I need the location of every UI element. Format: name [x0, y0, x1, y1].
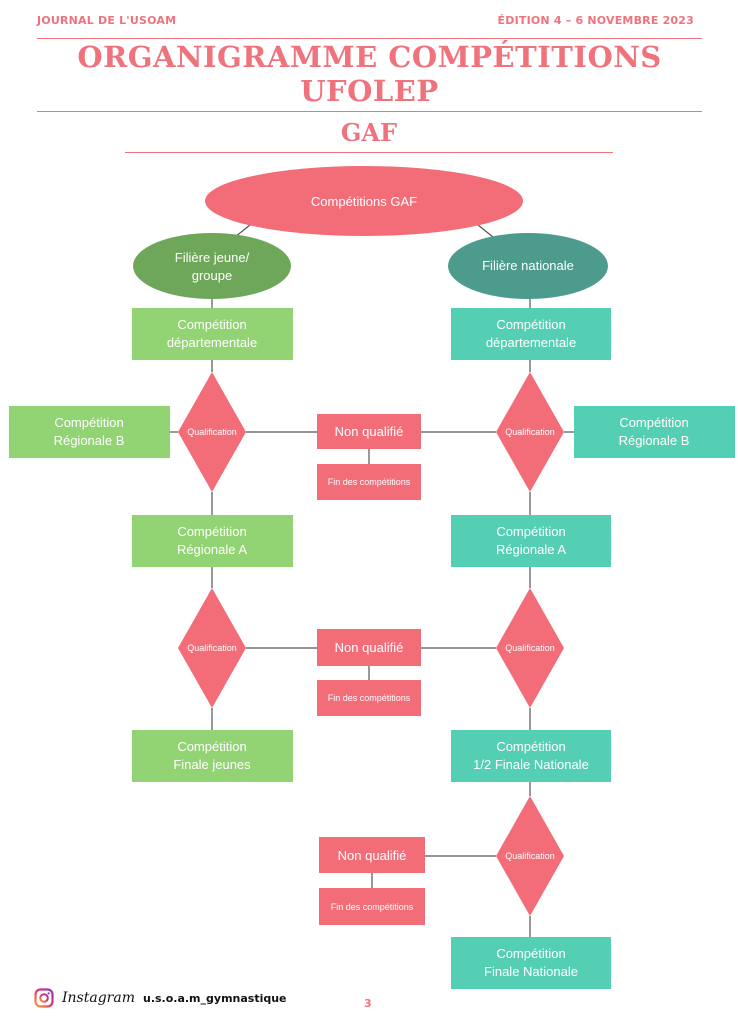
fin-competitions-3: Fin des compétitions: [319, 888, 425, 925]
non-qualifie-3: Non qualifié: [319, 837, 425, 873]
root-label: Compétitions GAF: [311, 194, 417, 209]
root-node: Compétitions GAF: [205, 166, 523, 236]
non-qualifie-3-label: Non qualifié: [338, 848, 407, 863]
decision-right-3: Qualification: [496, 796, 564, 916]
instagram-label: Instagram: [62, 990, 135, 1006]
title-line-2: UFOLEP: [300, 74, 439, 108]
instagram-handle[interactable]: Instagram u.s.o.a.m_gymnastique: [34, 988, 287, 1008]
non-qualifie-2: Non qualifié: [317, 629, 421, 666]
decision-right-2-label: Qualification: [505, 643, 555, 653]
branch-jeune-label: Filière jeune/groupe: [175, 250, 250, 283]
decision-left-2-label: Qualification: [187, 643, 237, 653]
decision-left-1-label: Qualification: [187, 427, 237, 437]
decision-left-1: Qualification: [178, 372, 246, 492]
fin-competitions-2: Fin des compétitions: [317, 680, 421, 716]
non-qualifie-2-label: Non qualifié: [335, 640, 404, 655]
branch-nationale-label: Filière nationale: [482, 258, 574, 273]
page-title: ORGANIGRAMME COMPÉTITIONS UFOLEP: [37, 40, 702, 108]
edition-date: ÉDITION 4 – 6 NOVEMBRE 2023: [497, 14, 694, 27]
subtitle-rule: [125, 152, 613, 153]
non-qualifie-1: Non qualifié: [317, 414, 421, 449]
branch-nationale: Filière nationale: [448, 233, 608, 299]
decision-right-1: Qualification: [496, 372, 564, 492]
title-rule: [37, 111, 702, 112]
decision-right-3-label: Qualification: [505, 851, 555, 861]
journal-name: JOURNAL DE L'USOAM: [37, 14, 177, 27]
fin-competitions-1-label: Fin des compétitions: [328, 477, 411, 487]
non-qualifie-1-label: Non qualifié: [335, 424, 404, 439]
fin-competitions-3-label: Fin des compétitions: [331, 902, 414, 912]
page-number: 3: [364, 997, 372, 1010]
title-line-1: ORGANIGRAMME COMPÉTITIONS: [77, 40, 662, 74]
branch-jeune: Filière jeune/groupe: [133, 233, 291, 299]
fin-competitions-2-label: Fin des compétitions: [328, 693, 411, 703]
instagram-icon: [34, 988, 54, 1008]
decision-right-1-label: Qualification: [505, 427, 555, 437]
decision-left-2: Qualification: [178, 588, 246, 708]
instagram-username: u.s.o.a.m_gymnastique: [142, 991, 287, 1005]
top-rule: [37, 38, 702, 39]
fin-competitions-1: Fin des compétitions: [317, 464, 421, 500]
section-subtitle: GAF: [340, 118, 398, 147]
decision-right-2: Qualification: [496, 588, 564, 708]
connectors: [170, 224, 574, 937]
